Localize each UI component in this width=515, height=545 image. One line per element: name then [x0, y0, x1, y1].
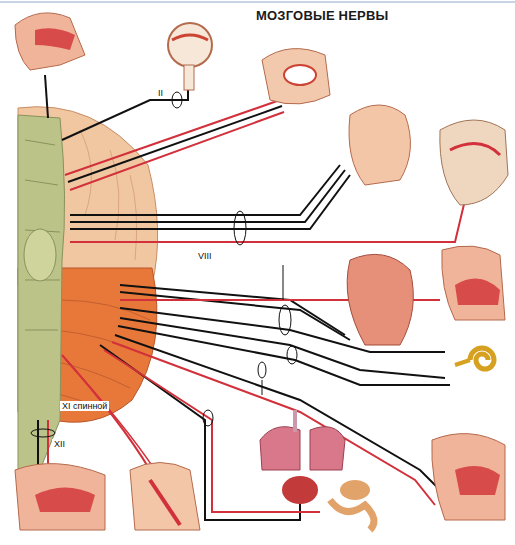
nerve-label: XI спинной [60, 401, 109, 411]
nerve-label: XII [52, 439, 67, 449]
nerve-label: VIII [196, 251, 214, 261]
diagram-title: МОЗГОВЫЕ НЕРВЫ [256, 8, 388, 23]
nerve-label: II [156, 88, 165, 98]
